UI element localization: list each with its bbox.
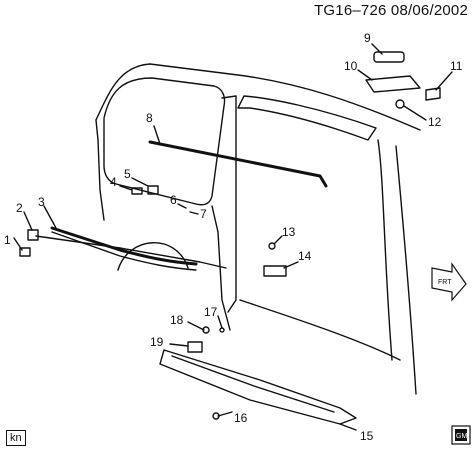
callout-6: 6 — [170, 193, 177, 207]
sill-plate-15 — [159, 349, 357, 425]
leader-16 — [217, 411, 233, 417]
part-19 — [187, 341, 203, 353]
van-rear-panel — [95, 119, 105, 221]
diagram-code: TG16–726 08/06/2002 — [314, 2, 468, 19]
callout-5: 5 — [124, 167, 131, 181]
callout-13: 13 — [282, 225, 296, 239]
callout-12: 12 — [428, 115, 442, 129]
part-5 — [147, 185, 159, 195]
callout-17: 17 — [204, 305, 218, 319]
part-9 — [373, 51, 405, 63]
van-roof-outline — [95, 63, 421, 131]
leader-10 — [357, 69, 373, 81]
leader-5 — [131, 177, 149, 187]
part-10 — [365, 75, 421, 93]
floor-line — [239, 299, 401, 361]
leader-17 — [217, 315, 223, 329]
part-4 — [131, 187, 143, 195]
leader-1 — [13, 237, 23, 251]
svg-text:GM: GM — [456, 433, 467, 440]
rear-quarter-window — [103, 77, 226, 206]
callout-1: 1 — [4, 233, 11, 247]
callout-19: 19 — [150, 335, 164, 349]
leader-15 — [339, 423, 357, 431]
callout-4: 4 — [110, 175, 117, 189]
callout-11: 11 — [450, 59, 463, 73]
gm-logo-icon: GM — [451, 425, 471, 445]
leader-12 — [403, 105, 427, 121]
callout-8: 8 — [146, 111, 153, 125]
callout-18: 18 — [170, 313, 184, 327]
callout-7: 7 — [200, 207, 207, 221]
callout-9: 9 — [364, 31, 371, 45]
front-pillar — [395, 145, 417, 395]
body-lower-line — [35, 235, 227, 269]
door-opening — [221, 95, 237, 313]
leader-13 — [273, 235, 283, 245]
svg-text:FRT: FRT — [438, 279, 452, 286]
part-13 — [268, 242, 276, 250]
part-11 — [425, 87, 441, 101]
leader-9 — [371, 43, 383, 55]
leader-2 — [23, 211, 33, 231]
leader-3 — [43, 205, 57, 229]
callout-10: 10 — [344, 59, 358, 73]
wheel-arch — [117, 242, 189, 271]
leader-7 — [189, 211, 199, 215]
leader-14 — [283, 261, 299, 269]
callout-2: 2 — [16, 201, 23, 215]
side-window — [237, 95, 377, 141]
callout-16: 16 — [234, 411, 248, 425]
callout-14: 14 — [298, 249, 312, 263]
leader-8 — [153, 125, 161, 145]
leader-19 — [169, 343, 189, 347]
front-arrow-icon: FRT — [431, 262, 467, 302]
part-2 — [27, 229, 39, 241]
weatherstrip-8 — [148, 140, 328, 188]
part-1 — [19, 247, 31, 257]
author-tag: kn — [6, 430, 26, 446]
leader-11 — [435, 71, 453, 91]
callout-15: 15 — [360, 429, 374, 443]
callout-3: 3 — [38, 195, 45, 209]
leader-4 — [119, 185, 133, 191]
part-12 — [395, 99, 405, 109]
leader-6 — [177, 203, 187, 209]
rocker-molding-3 — [50, 226, 198, 266]
leader-18 — [187, 321, 205, 331]
side-wall — [377, 139, 393, 361]
part-14 — [263, 265, 287, 277]
